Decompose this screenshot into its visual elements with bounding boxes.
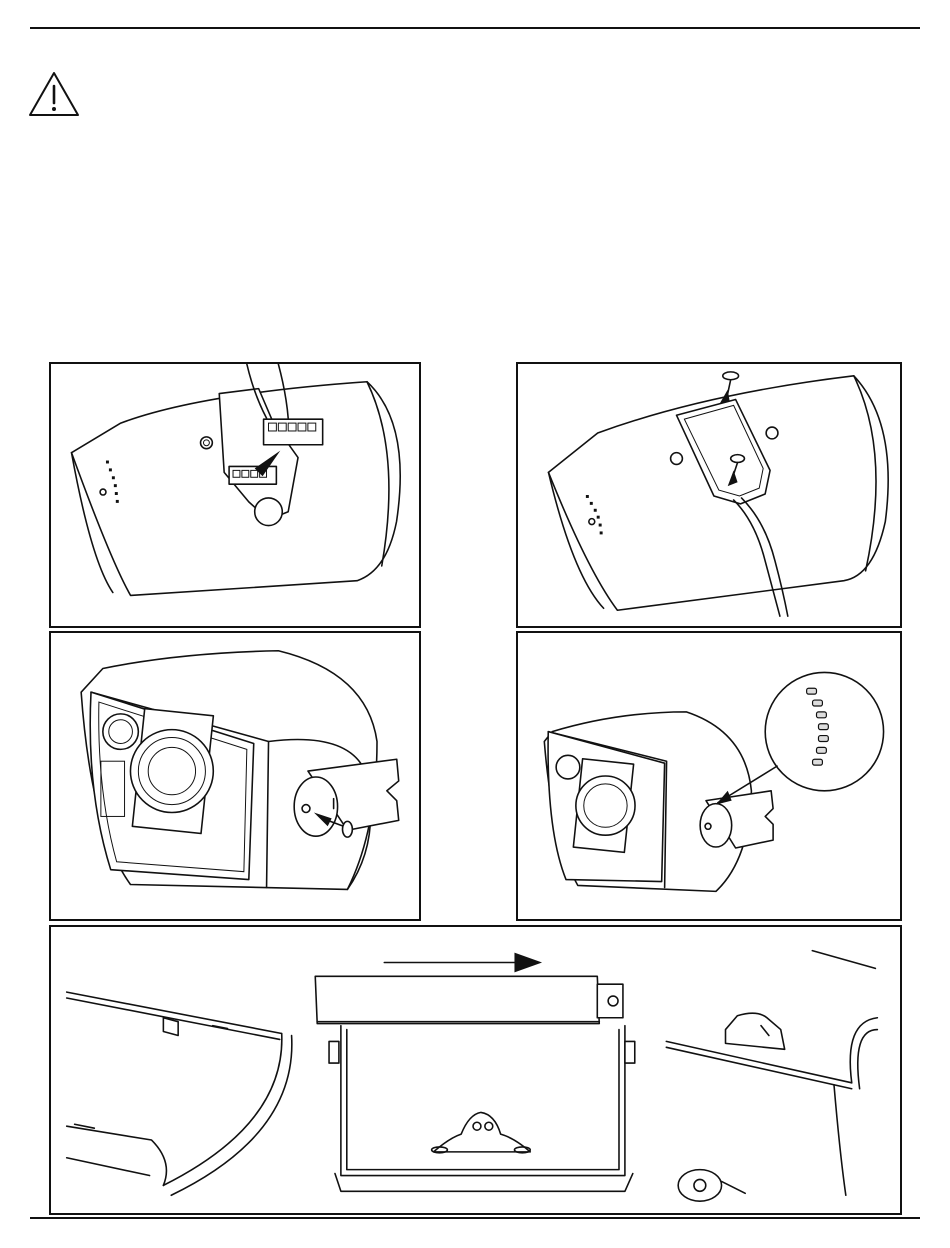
speaker-illustration (518, 364, 900, 626)
footer-rule (30, 1217, 920, 1219)
speaker-illustration (51, 364, 419, 626)
figure-cover-screws (516, 362, 902, 628)
right-arrow-icon (384, 953, 542, 973)
figure-bracket-screw (49, 631, 421, 921)
figure-grille-slide (49, 925, 902, 1215)
speaker-illustration (518, 633, 900, 919)
grille-installed-view (666, 951, 877, 1201)
speaker-illustration (51, 927, 900, 1213)
header-rule (30, 27, 920, 29)
grille-edge-view (67, 992, 292, 1195)
figure-bracket-detail (516, 631, 902, 921)
warning-triangle-icon (28, 70, 80, 118)
bracket-front-view (315, 976, 635, 1191)
detail-callout (765, 672, 883, 790)
figure-connector-attach (49, 362, 421, 628)
speaker-illustration (51, 633, 419, 919)
